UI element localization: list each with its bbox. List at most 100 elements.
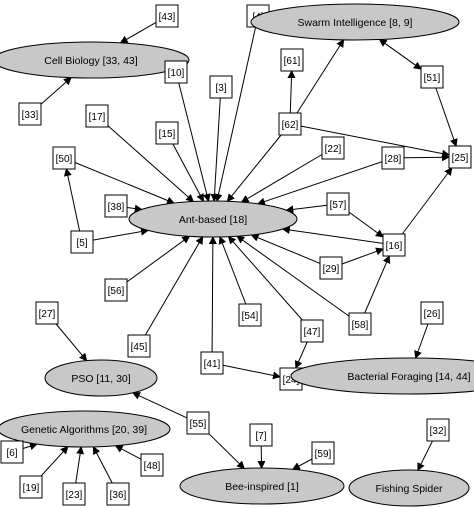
node-label: Ant-based [18] [179,214,247,226]
edge-n62-to-n61 [287,70,296,114]
node-n17: [17] [85,104,109,128]
node-n58: [58] [348,312,372,336]
node-n50: [50] [52,146,76,170]
edge-n33-to-cellbio [40,76,72,105]
node-box [140,453,164,477]
node-label: [61] [284,56,301,67]
node-box [35,301,59,325]
node-ellipse [348,469,470,507]
edge-n19-to-genetic [40,445,69,477]
node-label: [24] [283,375,300,386]
node-label: [48] [144,461,161,472]
edge-n28-to-n25 [403,153,450,162]
edge-n15-to-ant [172,143,204,202]
node-label: [7] [255,431,266,442]
node-box [106,482,130,506]
edge-n55-to-pso [131,392,188,419]
node-ellipse [290,357,474,395]
node-n25: [25] [448,145,472,169]
node-n19: [19] [19,475,43,499]
node-n16: [16] [382,233,406,257]
node-box [420,65,444,89]
node-label: [23] [66,490,83,501]
node-box [311,441,335,465]
node-label: Fishing Spider [375,483,443,495]
node-label: Genetic Algorithms [20, 39] [21,424,147,436]
node-ant: Ant-based [18] [128,200,298,238]
node-n57: [57] [326,192,350,216]
node-box [209,75,233,99]
edge-n59-to-bee [291,458,313,470]
node-box [155,121,179,145]
node-box [381,146,405,170]
node-label: PSO [11, 30] [71,373,130,385]
edge-n51-to-swarm [378,38,422,70]
node-box [155,4,179,28]
edge-n36-to-genetic [92,446,113,484]
node-label: [58] [352,320,369,331]
node-box [321,136,345,160]
node-n43: [43] [155,4,179,28]
edge-n41-to-n24 [222,364,281,380]
node-n54: [54] [238,303,262,327]
node-n27: [27] [35,301,59,325]
node-n59: [59] [311,441,335,465]
edge-n16-to-ant [281,226,384,244]
edge-n29-to-ant [250,233,321,264]
node-label: [45] [131,342,148,353]
node-box [19,475,43,499]
node-n41: [41] [200,351,224,375]
edge-n16-to-n25 [401,167,453,235]
node-label: [15] [159,129,176,140]
node-ellipse [0,41,190,79]
edge-n54-to-ant [218,235,247,305]
node-label: Bacterial Foraging [14, 44] [347,371,470,383]
node-label: [32] [430,426,447,437]
node-bacterial: Bacterial Foraging [14, 44] [290,357,474,395]
node-n61: [61] [280,48,304,72]
edge-n62-to-n25 [300,125,450,158]
node-label: [51] [424,73,441,84]
node-label: [47] [304,327,321,338]
node-box [300,319,324,343]
node-label: [5] [76,238,87,249]
edge-n47-to-ant [227,235,303,321]
node-label: [26] [424,309,441,320]
edge-n29-to-n16 [341,247,384,265]
edge-n45-to-ant [144,236,204,336]
edge-n22-to-ant [240,154,323,203]
node-n32: [32] [426,418,450,442]
node-n55: [55] [186,411,210,435]
node-label: [33] [22,110,39,121]
edge-n5-to-n50 [63,168,81,232]
node-label: [3] [215,83,226,94]
node-ellipse [250,3,460,41]
node-label: Bee-inspired [1] [225,481,299,493]
node-box [200,351,224,375]
node-label: [29] [323,264,340,275]
node-n26: [26] [420,301,444,325]
node-box [70,230,94,254]
node-label: [10] [168,68,185,79]
node-box [326,192,350,216]
node-box [278,112,302,136]
node-box [420,301,444,325]
node-label: [59] [315,449,332,460]
node-n10: [10] [164,60,188,84]
node-ellipse [44,359,158,397]
node-box [62,482,86,506]
node-n38: [38] [104,194,128,218]
node-n33: [33] [18,102,42,126]
node-box [127,334,151,358]
edge-n17-to-ant [107,125,195,203]
node-label: [19] [23,483,40,494]
node-label: [56] [108,286,125,297]
edge-n3-to-ant [210,97,221,202]
node-label: [57] [330,200,347,211]
edge-n58-to-n16 [364,255,391,314]
edge-n43-to-cellbio [119,21,157,44]
node-n47: [47] [300,319,324,343]
edge-n58-to-ant [236,235,350,317]
node-n56: [56] [104,278,128,302]
node-label: [38] [108,202,125,213]
